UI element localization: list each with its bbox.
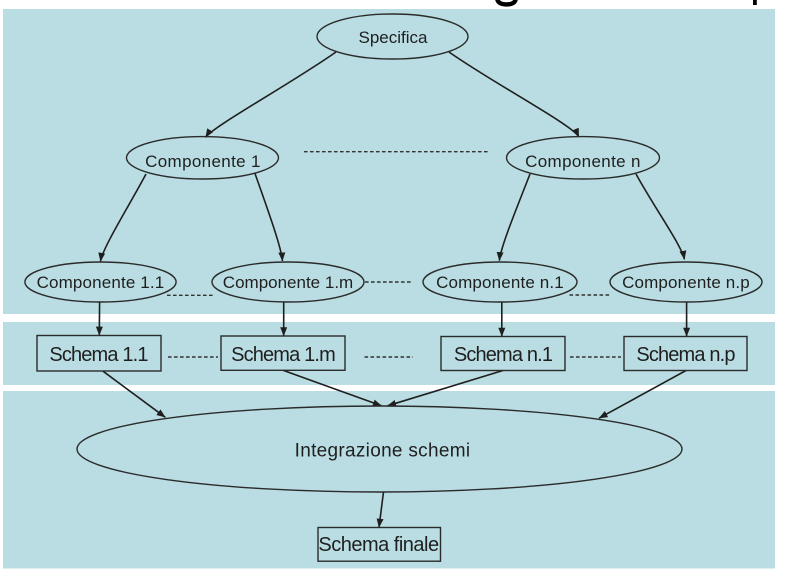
svg-text:Componente 1.1: Componente 1.1 (37, 273, 165, 292)
svg-text:Integrazione schemi: Integrazione schemi (295, 441, 471, 462)
svg-text:Schema 1.1: Schema 1.1 (49, 344, 148, 366)
svg-text:Componente n: Componente n (525, 152, 641, 171)
svg-text:Componente 1: Componente 1 (145, 152, 261, 171)
svg-text:Schema finale: Schema finale (318, 534, 439, 556)
svg-text:Specifica: Specifica (359, 28, 429, 47)
svg-text:Schema 1.m: Schema 1.m (231, 344, 335, 366)
svg-text:Componente n.1: Componente n.1 (436, 273, 564, 292)
svg-text:Componente 1.m: Componente 1.m (223, 273, 353, 292)
svg-text:Schema n.1: Schema n.1 (454, 344, 553, 366)
svg-text:Componente n.p: Componente n.p (622, 273, 750, 292)
svg-text:Schema n.p: Schema n.p (636, 344, 735, 366)
